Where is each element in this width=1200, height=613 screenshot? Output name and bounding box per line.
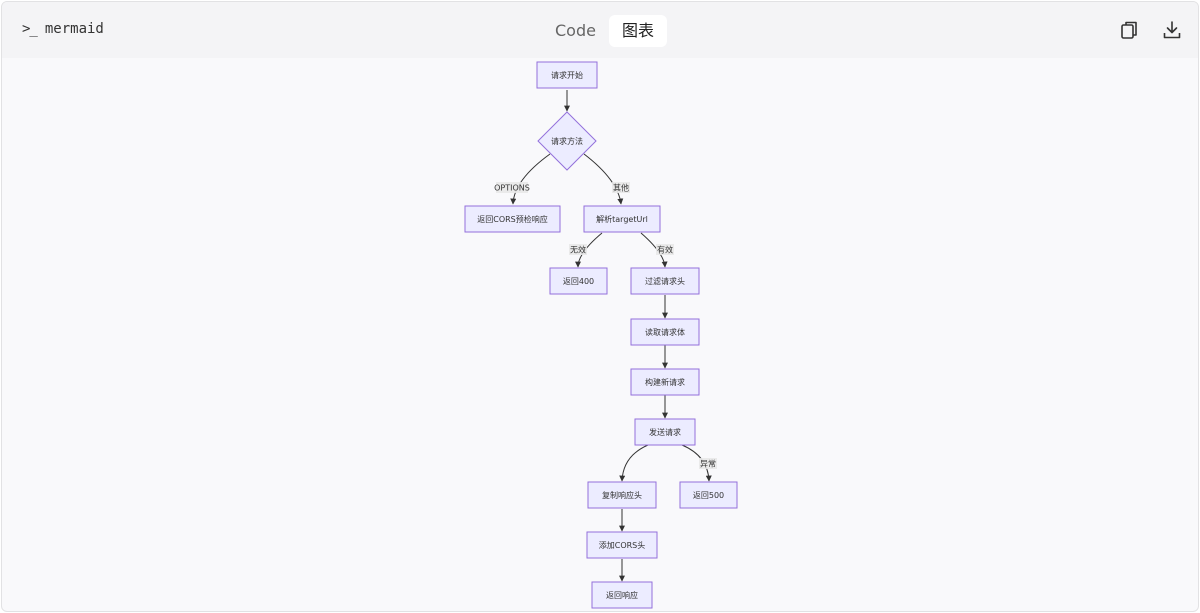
terminal-icon: >_ — [22, 21, 38, 37]
svg-text:请求开始: 请求开始 — [551, 70, 583, 80]
svg-text:返回500: 返回500 — [693, 491, 724, 500]
node-resp: 返回响应 — [591, 581, 653, 609]
svg-text:请求方法: 请求方法 — [551, 136, 583, 146]
node-cors: 返回CORS预检响应 — [464, 205, 561, 233]
tab-diagram[interactable]: 图表 — [608, 15, 667, 47]
node-addcors: 添加CORS头 — [586, 531, 658, 559]
edge-method-parse — [583, 153, 624, 205]
svg-text:复制响应头: 复制响应头 — [602, 490, 642, 500]
svg-text:有效: 有效 — [657, 245, 673, 255]
svg-text:其他: 其他 — [613, 183, 629, 193]
edge-send-copy — [619, 444, 649, 482]
download-icon — [1163, 21, 1181, 39]
edge-label-exception: 异常 — [699, 458, 717, 469]
node-r500: 返回500 — [679, 481, 738, 509]
svg-text:OPTIONS: OPTIONS — [494, 184, 530, 193]
svg-text:异常: 异常 — [700, 460, 716, 469]
node-build: 构建新请求 — [630, 368, 700, 396]
svg-text:返回CORS预检响应: 返回CORS预检响应 — [477, 214, 548, 224]
svg-text:过滤请求头: 过滤请求头 — [645, 276, 685, 286]
svg-text:构建新请求: 构建新请求 — [645, 377, 685, 387]
flowchart-svg: OPTIONS 其他 无效 有效 异常 请求开始 — [464, 61, 738, 609]
copy-icon — [1121, 21, 1137, 39]
edge-label-options: OPTIONS — [494, 182, 530, 193]
svg-text:添加CORS头: 添加CORS头 — [599, 540, 646, 550]
copy-button[interactable] — [1118, 19, 1140, 41]
svg-text:解析targetUrl: 解析targetUrl — [596, 214, 648, 224]
tab-code[interactable]: Code — [555, 21, 596, 40]
download-button[interactable] — [1161, 19, 1183, 41]
node-copy: 复制响应头 — [587, 481, 657, 509]
svg-text:返回400: 返回400 — [563, 277, 594, 286]
svg-text:无效: 无效 — [570, 245, 586, 255]
node-r400: 返回400 — [549, 267, 608, 295]
diagram-canvas: OPTIONS 其他 无效 有效 异常 请求开始 — [2, 58, 1198, 611]
edge-method-cors — [510, 153, 551, 205]
svg-text:发送请求: 发送请求 — [649, 427, 681, 437]
svg-text:返回响应: 返回响应 — [606, 590, 638, 600]
node-body: 读取请求体 — [630, 318, 700, 346]
language-label: mermaid — [44, 21, 104, 37]
node-parse: 解析targetUrl — [583, 205, 661, 233]
code-block-toolbar: >_ mermaid Code 图表 — [2, 2, 1198, 58]
edge-label-invalid: 无效 — [569, 244, 587, 255]
node-filter: 过滤请求头 — [630, 267, 700, 295]
view-tabs: Code 图表 — [542, 15, 667, 47]
svg-text:读取请求体: 读取请求体 — [645, 327, 685, 337]
node-method: 请求方法 — [537, 111, 597, 171]
edge-label-other: 其他 — [612, 182, 630, 193]
edge-label-valid: 有效 — [656, 244, 674, 255]
language-indicator: >_ mermaid — [22, 21, 104, 37]
node-start: 请求开始 — [536, 61, 598, 89]
node-send: 发送请求 — [634, 418, 696, 446]
